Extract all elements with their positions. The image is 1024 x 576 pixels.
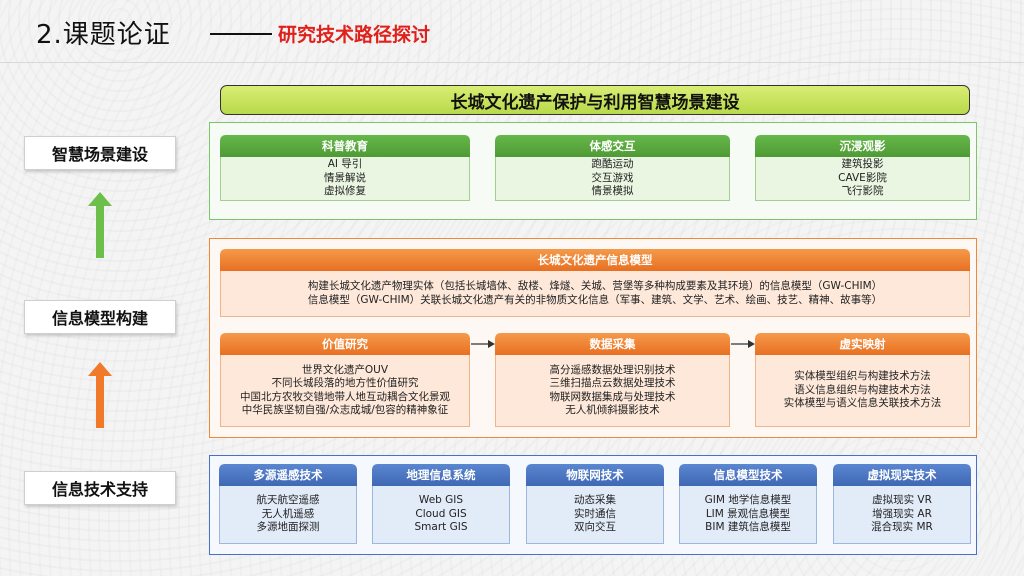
- tech-card-title: 信息模型技术: [679, 464, 817, 486]
- process-item: 物联网数据集成与处理技术: [549, 390, 676, 403]
- info-model-line: 信息模型（GW-CHIM）关联长城文化遗产有关的非物质文化信息（军事、建筑、文学…: [307, 293, 883, 306]
- process-card-title: 价值研究: [220, 333, 470, 355]
- tech-item: 无人机遥感: [261, 507, 315, 520]
- tech-card-remote-sensing: 多源遥感技术 航天航空遥感 无人机遥感 多源地面探测: [219, 464, 357, 544]
- process-card-title: 虚实映射: [755, 333, 970, 355]
- process-item: 三维扫描点云数据处理技术: [549, 377, 676, 389]
- tech-item: 双向交互: [574, 521, 616, 534]
- tech-item: 实时通信: [574, 507, 616, 520]
- label-smart-scene: 智慧场景建设: [24, 136, 176, 170]
- tech-item: 航天航空遥感: [256, 494, 320, 507]
- tech-item: 混合现实 MR: [871, 521, 933, 534]
- tech-card-title: 地理信息系统: [372, 464, 510, 486]
- scene-card-body: 跑酷运动 交互游戏 情景模拟: [495, 157, 730, 201]
- tech-item: 虚拟现实 VR: [872, 494, 932, 507]
- page-title: 2.课题论证: [36, 20, 171, 50]
- tech-item: Cloud GIS: [415, 507, 467, 520]
- scene-card-body: AI 导引 情景解说 虚拟修复: [220, 157, 470, 201]
- process-item: 无人机倾斜摄影技术: [565, 404, 660, 416]
- tech-item: 动态采集: [574, 494, 616, 507]
- process-item: 世界文化遗产OUV: [301, 363, 389, 376]
- scene-card-title: 科普教育: [220, 135, 470, 157]
- scene-item: 建筑投影: [841, 158, 884, 171]
- process-item: 语义信息组织与构建技术方法: [794, 383, 931, 396]
- process-item: 中华民族坚韧自强/众志成城/包容的精神象征: [241, 404, 449, 416]
- tech-card-info-model: 信息模型技术 GIM 地学信息模型 LIM 景观信息模型 BIM 建筑信息模型: [679, 464, 817, 544]
- scene-card-title: 沉浸观影: [755, 135, 970, 157]
- tech-card-gis: 地理信息系统 Web GIS Cloud GIS Smart GIS: [372, 464, 510, 544]
- arrow-right-icon: [471, 340, 495, 348]
- scene-card-title: 体感交互: [495, 135, 730, 157]
- process-item: 中国北方农牧交错地带人地互动耦合文化景观: [240, 390, 450, 403]
- process-item: 不同长城段落的地方性价值研究: [271, 377, 419, 389]
- label-info-model: 信息模型构建: [24, 300, 176, 334]
- process-card-body: 实体模型组织与构建技术方法 语义信息组织与构建技术方法 实体模型与语义信息关联技…: [755, 355, 970, 427]
- process-card-title: 数据采集: [495, 333, 730, 355]
- tech-item: Web GIS: [418, 494, 464, 507]
- scene-item: CAVE影院: [838, 171, 887, 184]
- page-subtitle: 研究技术路径探讨: [278, 24, 431, 46]
- scene-item: AI 导引: [327, 158, 363, 171]
- scene-item: 交互游戏: [591, 171, 634, 184]
- tech-card-title: 虚拟现实技术: [833, 464, 971, 486]
- process-card-value: 价值研究 世界文化遗产OUV 不同长城段落的地方性价值研究 中国北方农牧交错地带…: [220, 333, 470, 427]
- scene-item: 跑酷运动: [591, 158, 634, 171]
- scene-item: 虚拟修复: [324, 185, 366, 198]
- scene-card-interaction: 体感交互 跑酷运动 交互游戏 情景模拟: [495, 135, 730, 201]
- tech-card-iot: 物联网技术 动态采集 实时通信 双向交互: [526, 464, 664, 544]
- tech-item: 多源地面探测: [256, 521, 320, 534]
- tech-card-body: GIM 地学信息模型 LIM 景观信息模型 BIM 建筑信息模型: [679, 486, 817, 544]
- tech-card-title: 多源遥感技术: [219, 464, 357, 486]
- info-model-title: 长城文化遗产信息模型: [220, 249, 970, 271]
- info-model-card: 长城文化遗产信息模型 构建长城文化遗产物理实体（包括长城墙体、敌楼、烽燧、关城、…: [220, 249, 970, 317]
- tech-item: GIM 地学信息模型: [704, 494, 792, 507]
- process-card-body: 高分遥感数据处理识别技术 三维扫描点云数据处理技术 物联网数据集成与处理技术 无…: [495, 355, 730, 427]
- top-banner: 长城文化遗产保护与利用智慧场景建设: [220, 85, 970, 115]
- tech-card-body: 航天航空遥感 无人机遥感 多源地面探测: [219, 486, 357, 544]
- tech-card-title: 物联网技术: [526, 464, 664, 486]
- scene-card-immersive: 沉浸观影 建筑投影 CAVE影院 飞行影院: [755, 135, 970, 201]
- process-item: 实体模型与语义信息关联技术方法: [783, 397, 942, 410]
- tech-card-vr: 虚拟现实技术 虚拟现实 VR 增强现实 AR 混合现实 MR: [833, 464, 971, 544]
- title-divider-line: [210, 33, 272, 35]
- info-model-line: 构建长城文化遗产物理实体（包括长城墙体、敌楼、烽燧、关城、营堡等多种构成要素及其…: [307, 280, 883, 292]
- scene-card-education: 科普教育 AI 导引 情景解说 虚拟修复: [220, 135, 470, 201]
- process-card-mapping: 虚实映射 实体模型组织与构建技术方法 语义信息组织与构建技术方法 实体模型与语义…: [755, 333, 970, 427]
- label-info-tech: 信息技术支持: [24, 471, 176, 505]
- tech-card-body: Web GIS Cloud GIS Smart GIS: [372, 486, 510, 544]
- arrow-right-icon: [731, 340, 755, 348]
- tech-item: 增强现实 AR: [872, 507, 932, 520]
- tech-card-body: 动态采集 实时通信 双向交互: [526, 486, 664, 544]
- tech-item: BIM 建筑信息模型: [705, 521, 791, 534]
- tech-card-body: 虚拟现实 VR 增强现实 AR 混合现实 MR: [833, 486, 971, 544]
- scene-item: 情景解说: [324, 171, 366, 184]
- up-arrow-lower-icon: [88, 362, 112, 428]
- scene-item: 情景模拟: [591, 185, 634, 198]
- process-item: 实体模型组织与构建技术方法: [794, 370, 931, 383]
- up-arrow-upper-icon: [88, 192, 112, 258]
- info-model-body: 构建长城文化遗产物理实体（包括长城墙体、敌楼、烽燧、关城、营堡等多种构成要素及其…: [220, 271, 970, 317]
- tech-item: LIM 景观信息模型: [705, 507, 791, 520]
- tech-item: Smart GIS: [414, 521, 468, 534]
- process-card-body: 世界文化遗产OUV 不同长城段落的地方性价值研究 中国北方农牧交错地带人地互动耦…: [220, 355, 470, 427]
- process-item: 高分遥感数据处理识别技术: [549, 363, 676, 376]
- scene-item: 飞行影院: [841, 185, 884, 198]
- header-rule: [0, 62, 1024, 63]
- process-card-data: 数据采集 高分遥感数据处理识别技术 三维扫描点云数据处理技术 物联网数据集成与处…: [495, 333, 730, 427]
- scene-card-body: 建筑投影 CAVE影院 飞行影院: [755, 157, 970, 201]
